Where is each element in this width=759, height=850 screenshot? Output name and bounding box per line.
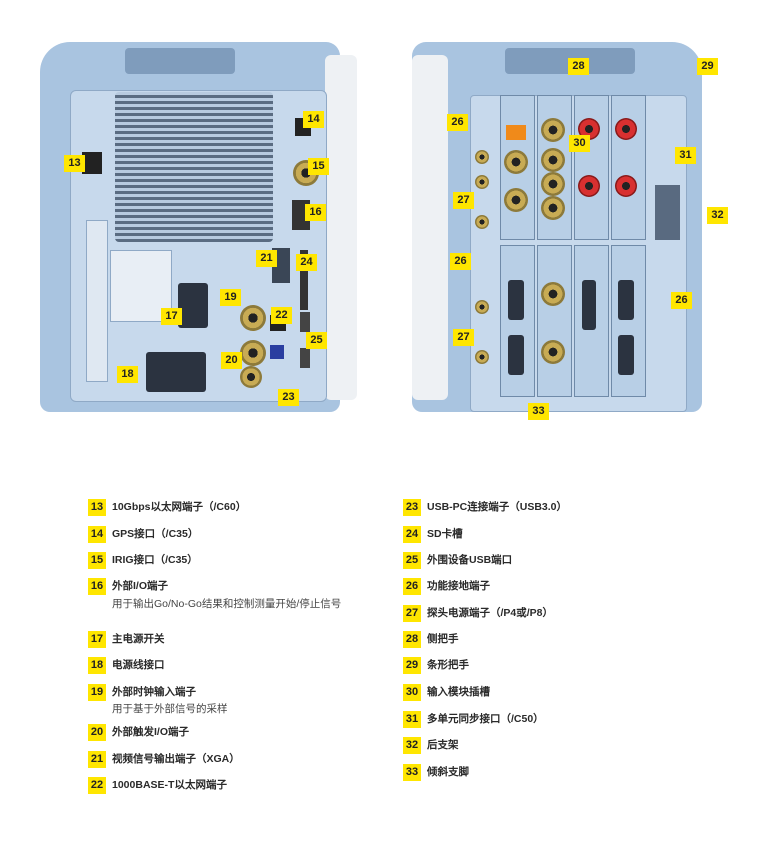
legend-number: 20 (88, 724, 106, 741)
legend-number: 21 (88, 751, 106, 768)
legend-item: 30 输入模块插槽 (403, 684, 490, 701)
callout-19: 19 (220, 289, 241, 306)
legend-title: 主电源开关 (112, 633, 165, 645)
legend-item: 26 功能接地端子 (403, 578, 490, 595)
legend-item: 13 10Gbps以太网端子（/C60） (88, 499, 246, 516)
callout-29: 29 (697, 58, 718, 75)
legend-title: 外部I/O端子 (112, 580, 169, 592)
callout-25: 25 (306, 332, 327, 349)
legend-number: 26 (403, 578, 421, 595)
legend-title: 输入模块插槽 (427, 686, 490, 698)
callout-23: 23 (278, 389, 299, 406)
legend-title: 外部触发I/O端子 (112, 726, 190, 738)
callout-28: 28 (568, 58, 589, 75)
callout-18: 18 (117, 366, 138, 383)
legend-title: 倾斜支脚 (427, 766, 469, 778)
legend-title: 条形把手 (427, 659, 469, 671)
callout-31: 31 (675, 147, 696, 164)
legend-title: 10Gbps以太网端子（/C60） (112, 501, 247, 513)
legend-item: 19 外部时钟输入端子 (88, 684, 196, 701)
legend-title: SD卡槽 (427, 528, 463, 540)
legend-title: 侧把手 (427, 633, 459, 645)
legend-description: 用于输出Go/No-Go结果和控制测量开始/停止信号 (112, 598, 342, 610)
legend-number: 17 (88, 631, 106, 648)
callout-21: 21 (256, 250, 277, 267)
legend-number: 15 (88, 552, 106, 569)
legend-number: 22 (88, 777, 106, 794)
callout-13: 13 (64, 155, 85, 172)
legend-item: 20 外部触发I/O端子 (88, 724, 189, 741)
legend-number: 18 (88, 657, 106, 674)
legend-item: 33 倾斜支脚 (403, 764, 469, 781)
legend-title: IRIG接口（/C35） (112, 554, 198, 566)
callout-26: 26 (671, 292, 692, 309)
callout-24: 24 (296, 254, 317, 271)
legend-number: 32 (403, 737, 421, 754)
callout-16: 16 (305, 204, 326, 221)
legend-title: 视频信号输出端子（XGA） (112, 753, 240, 765)
legend-number: 24 (403, 526, 421, 543)
legend-title: 外部时钟输入端子 (112, 686, 196, 698)
legend-number: 30 (403, 684, 421, 701)
legend-title: USB-PC连接端子（USB3.0） (427, 501, 568, 513)
legend-item: 27 探头电源端子（/P4或/P8） (403, 605, 553, 622)
legend-description: 用于基于外部信号的采样 (112, 703, 228, 715)
legend-title: GPS接口（/C35） (112, 528, 199, 540)
legend-number: 28 (403, 631, 421, 648)
callout-26: 26 (450, 253, 471, 270)
legend-item: 16 外部I/O端子 (88, 578, 168, 595)
callout-14: 14 (303, 111, 324, 128)
legend-title: 后支架 (427, 739, 459, 751)
callout-32: 32 (707, 207, 728, 224)
legend-title: 功能接地端子 (427, 580, 490, 592)
legend-item: 14 GPS接口（/C35） (88, 526, 198, 543)
callout-26: 26 (447, 114, 468, 131)
legend-number: 13 (88, 499, 106, 516)
legend-item: 17 主电源开关 (88, 631, 165, 648)
legend-item: 24 SD卡槽 (403, 526, 463, 543)
legend-item: 22 1000BASE-T以太网端子 (88, 777, 227, 794)
legend-title: 探头电源端子（/P4或/P8） (427, 607, 554, 619)
callout-33: 33 (528, 403, 549, 420)
legend-item: 29 条形把手 (403, 657, 469, 674)
legend-number: 14 (88, 526, 106, 543)
legend-title: 1000BASE-T以太网端子 (112, 779, 227, 791)
legend-number: 31 (403, 711, 421, 728)
legend-item: 15 IRIG接口（/C35） (88, 552, 198, 569)
legend-item: 28 侧把手 (403, 631, 459, 648)
legend-number: 19 (88, 684, 106, 701)
callout-20: 20 (221, 352, 242, 369)
callout-30: 30 (569, 135, 590, 152)
callout-27: 27 (453, 192, 474, 209)
legend-number: 23 (403, 499, 421, 516)
legend-item: 25 外围设备USB端口 (403, 552, 512, 569)
legend-number: 25 (403, 552, 421, 569)
legend-item: 32 后支架 (403, 737, 459, 754)
legend-number: 29 (403, 657, 421, 674)
legend-number: 27 (403, 605, 421, 622)
legend-item: 31 多单元同步接口（/C50） (403, 711, 544, 728)
callout-27: 27 (453, 329, 474, 346)
legend-item: 18 电源线接口 (88, 657, 165, 674)
callout-17: 17 (161, 308, 182, 325)
legend-number: 16 (88, 578, 106, 595)
legend-item: 23 USB-PC连接端子（USB3.0） (403, 499, 567, 516)
callout-15: 15 (308, 158, 329, 175)
legend-title: 多单元同步接口（/C50） (427, 713, 544, 725)
legend-title: 电源线接口 (112, 659, 165, 671)
legend-title: 外围设备USB端口 (427, 554, 513, 566)
legend-item: 21 视频信号输出端子（XGA） (88, 751, 240, 768)
callout-22: 22 (271, 307, 292, 324)
legend-number: 33 (403, 764, 421, 781)
